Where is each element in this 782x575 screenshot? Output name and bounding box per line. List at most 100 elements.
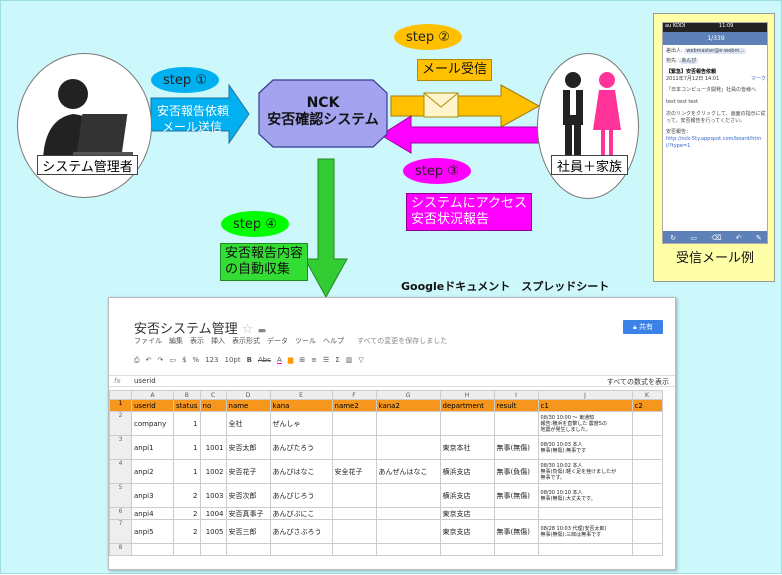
- reply-icon[interactable]: ↶: [735, 234, 742, 242]
- table-cell[interactable]: 08/30 10:10 本人 無事(無傷):大丈夫です。: [537, 483, 633, 508]
- refresh-icon[interactable]: ↻: [670, 234, 677, 242]
- share-button[interactable]: 🔒︎ 共有: [623, 320, 663, 334]
- row-number[interactable]: 3: [109, 435, 132, 460]
- text-color-button[interactable]: A: [277, 356, 282, 364]
- header-cell[interactable]: result: [493, 399, 539, 412]
- col-letter[interactable]: C: [199, 390, 227, 400]
- table-cell[interactable]: 安否三郎: [225, 519, 271, 544]
- table-cell[interactable]: 1002: [199, 459, 227, 484]
- bold-button[interactable]: B: [246, 356, 252, 364]
- table-cell[interactable]: anpi4: [131, 507, 174, 520]
- table-cell[interactable]: [199, 543, 227, 556]
- paint-format-icon[interactable]: ▭: [169, 356, 176, 364]
- table-cell[interactable]: 全社: [225, 411, 271, 436]
- table-cell[interactable]: 東京支店: [439, 507, 495, 520]
- table-cell[interactable]: 1005: [199, 519, 227, 544]
- row-number[interactable]: 2: [109, 411, 132, 436]
- percent-button[interactable]: %: [192, 356, 200, 364]
- header-cell[interactable]: name2: [331, 399, 377, 412]
- table-cell[interactable]: [331, 507, 377, 520]
- folder-icon[interactable]: ▬: [257, 326, 267, 336]
- table-cell[interactable]: anpi1: [131, 435, 174, 460]
- menu-file[interactable]: ファイル: [134, 337, 162, 345]
- col-letter[interactable]: J: [537, 390, 633, 400]
- table-cell[interactable]: [331, 543, 377, 556]
- header-cell[interactable]: userid: [131, 399, 174, 412]
- corner-cell[interactable]: [109, 390, 132, 400]
- col-letter[interactable]: G: [375, 390, 441, 400]
- table-cell[interactable]: [331, 411, 377, 436]
- table-cell[interactable]: 安否太郎: [225, 435, 271, 460]
- table-cell[interactable]: 1001: [199, 435, 227, 460]
- table-cell[interactable]: company: [131, 411, 174, 436]
- table-cell[interactable]: 安否真事子: [225, 507, 271, 520]
- table-cell[interactable]: 東京支店: [439, 519, 495, 544]
- strikethrough-button[interactable]: Abc: [257, 356, 272, 364]
- col-letter[interactable]: E: [269, 390, 333, 400]
- row-number[interactable]: 6: [109, 507, 132, 520]
- table-cell[interactable]: anpi2: [131, 459, 174, 484]
- star-icon[interactable]: ☆: [241, 322, 254, 337]
- mail-link[interactable]: http://nck-5ty.appspot.com/board/htmi/?t…: [666, 136, 762, 149]
- row-number[interactable]: 1: [109, 399, 132, 412]
- header-cell[interactable]: no: [199, 399, 227, 412]
- table-cell[interactable]: [631, 543, 663, 556]
- table-cell[interactable]: [631, 435, 663, 460]
- chart-icon[interactable]: ▥: [345, 356, 353, 364]
- print-icon[interactable]: ⎙: [134, 356, 140, 364]
- header-cell[interactable]: kana2: [375, 399, 441, 412]
- col-letter[interactable]: H: [439, 390, 495, 400]
- table-cell[interactable]: [331, 519, 377, 544]
- font-size-select[interactable]: 10pt: [224, 356, 241, 364]
- redo-icon[interactable]: ↷: [157, 356, 164, 364]
- table-cell[interactable]: [225, 543, 271, 556]
- table-cell[interactable]: [375, 543, 441, 556]
- mark-link[interactable]: マーク: [750, 76, 766, 82]
- table-cell[interactable]: ぜんしゃ: [269, 411, 333, 436]
- table-cell[interactable]: [375, 519, 441, 544]
- menu-tools[interactable]: ツール: [295, 337, 316, 345]
- table-cell[interactable]: [493, 411, 539, 436]
- table-cell[interactable]: 08/30 10:00 ～ 東通知 報告:横浜を直撃した 震度5の 地震が発生し…: [537, 411, 633, 436]
- table-cell[interactable]: anpi3: [131, 483, 174, 508]
- table-cell[interactable]: 無事(無傷): [493, 435, 539, 460]
- col-letter[interactable]: K: [631, 390, 663, 400]
- table-cell[interactable]: 08/30 10:02 本人 無事(負傷):軽く足を挫けましたが 無事です。: [537, 459, 633, 484]
- table-cell[interactable]: 横浜支店: [439, 459, 495, 484]
- table-cell[interactable]: 1004: [199, 507, 227, 520]
- formula-input[interactable]: userid: [134, 377, 156, 385]
- table-cell[interactable]: 1: [173, 411, 201, 436]
- table-cell[interactable]: [331, 483, 377, 508]
- table-cell[interactable]: anpi5: [131, 519, 174, 544]
- table-cell[interactable]: あんぜんはなこ: [375, 459, 441, 484]
- table-cell[interactable]: 安否花子: [225, 459, 271, 484]
- compose-icon[interactable]: ✎: [755, 234, 762, 242]
- table-cell[interactable]: [493, 543, 539, 556]
- folder-icon[interactable]: ▭: [690, 234, 698, 242]
- row-number[interactable]: 8: [109, 543, 132, 556]
- table-cell[interactable]: [537, 507, 633, 520]
- table-cell[interactable]: 1003: [199, 483, 227, 508]
- number-format-button[interactable]: 123: [205, 356, 219, 364]
- table-cell[interactable]: [439, 411, 495, 436]
- table-cell[interactable]: あんぴさぶろう: [269, 519, 333, 544]
- table-cell[interactable]: [631, 507, 663, 520]
- table-cell[interactable]: [375, 435, 441, 460]
- menu-data[interactable]: データ: [267, 337, 288, 345]
- table-cell[interactable]: [537, 543, 633, 556]
- table-cell[interactable]: 無事(無傷): [493, 519, 539, 544]
- table-cell[interactable]: [173, 543, 201, 556]
- table-cell[interactable]: 08/30 10:03 本人 無事(無傷):無事です: [537, 435, 633, 460]
- table-cell[interactable]: 1: [173, 459, 201, 484]
- show-formulas-toggle[interactable]: すべての数式を表示: [606, 378, 669, 386]
- col-letter[interactable]: A: [131, 390, 174, 400]
- menu-format[interactable]: 表示形式: [232, 337, 260, 345]
- menu-edit[interactable]: 編集: [169, 337, 183, 345]
- table-cell[interactable]: 08/28 10:03 代理(安否太郎) 無事(無傷):三郎は無事です: [537, 519, 633, 544]
- table-cell[interactable]: 1: [173, 435, 201, 460]
- table-cell[interactable]: [269, 543, 333, 556]
- filter-icon[interactable]: ▽: [358, 356, 364, 364]
- col-letter[interactable]: I: [493, 390, 539, 400]
- trash-icon[interactable]: ⌫: [711, 234, 722, 242]
- menu-help[interactable]: ヘルプ: [323, 337, 344, 345]
